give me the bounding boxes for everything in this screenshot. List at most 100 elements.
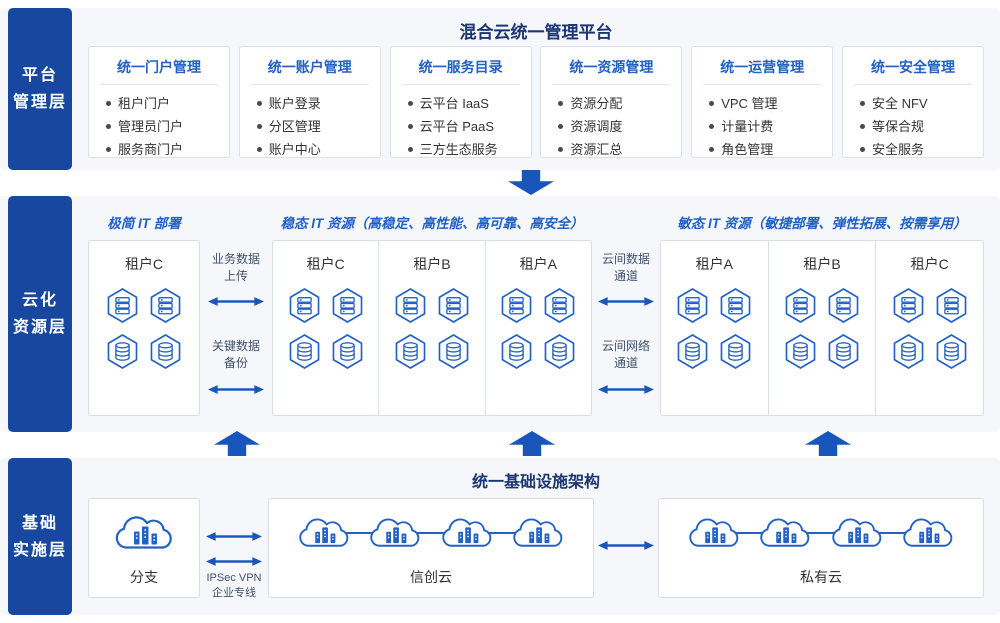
vpn-link-label-line: 企业专线: [212, 587, 256, 599]
module-item-list: 安全 NFV 等保合规 安全服务: [843, 85, 983, 161]
module-card-service-catalog: 统一服务目录 云平台 IaaS 云平台 PaaS 三方生态服务: [389, 46, 532, 161]
module-title: 统一资源管理: [552, 47, 671, 85]
module-item: 租户门户: [106, 92, 229, 115]
server-hexagon-icon: [543, 287, 576, 324]
resource-layer-label-line: 云化: [21, 292, 58, 309]
infra-title: 统一基础设施架构: [471, 474, 600, 491]
module-item-label: 等保合规: [871, 119, 924, 134]
database-hexagon-icon: [719, 333, 752, 370]
branch-box: 分支: [88, 498, 200, 598]
tenant-name: 租户C: [306, 256, 345, 272]
tenant-group-steady: 租户C 租户B 租户A: [272, 240, 592, 416]
module-item-label: 安全 NFV: [871, 96, 928, 111]
database-hexagon-icon: [784, 333, 817, 370]
server-hexagon-icon: [827, 287, 860, 324]
module-item-list: 账户登录 分区管理 账户中心: [240, 85, 380, 161]
link-label-key-backup: 关键数据 备份: [202, 338, 270, 372]
tenant-resources: [288, 287, 364, 370]
link-label-line: 备份: [223, 356, 248, 370]
cloud-connector-line: [303, 532, 559, 534]
private-cloud-box: 私有云: [658, 498, 984, 598]
platform-layer-label: 平台 管理层: [8, 8, 72, 170]
module-title: 统一运营管理: [703, 47, 822, 85]
tenant-name: 租户B: [803, 256, 841, 272]
vpn-link-label: IPSec VPN 企业专线: [196, 571, 272, 601]
bullet-icon: [859, 147, 865, 152]
module-card-portal: 统一门户管理 租户门户 管理员门户 服务商门户: [88, 46, 230, 158]
database-hexagon-icon: [394, 333, 427, 370]
up-arrow-icon: [509, 431, 555, 456]
link-label-line: 通道: [613, 356, 638, 370]
double-arrow-icon: [206, 556, 262, 567]
tenant-cell: 租户A: [486, 241, 591, 415]
link-label-line: 上传: [223, 269, 248, 283]
module-title: 统一安全管理: [853, 47, 972, 85]
cloud-datacenter-icon: [900, 513, 956, 554]
tenant-resources: [676, 287, 752, 370]
module-card-resource: 统一资源管理 资源分配 资源调度 资源汇总: [540, 46, 683, 161]
middle-group-title: 稳态 IT 资源（高稳定、高性能、高可靠、高安全）: [280, 216, 584, 231]
link-label-line: 通道: [613, 269, 638, 283]
module-item-label: 三方生态服务: [419, 142, 498, 157]
module-item-label: 角色管理: [721, 142, 774, 157]
cloud-cluster-row: [269, 499, 593, 567]
module-item-list: 云平台 IaaS 云平台 PaaS 三方生态服务: [391, 85, 531, 161]
module-item: 账户登录: [256, 92, 380, 115]
server-hexagon-icon: [935, 287, 968, 324]
bullet-icon: [407, 124, 413, 129]
double-arrow-icon: [208, 384, 264, 395]
module-title: 统一门户管理: [100, 47, 218, 85]
server-hexagon-icon: [676, 287, 709, 324]
tenant-cell: 租户A: [661, 241, 769, 415]
module-item: 资源调度: [558, 115, 681, 138]
double-arrow-icon: [208, 296, 264, 307]
module-card-security: 统一安全管理 安全 NFV 等保合规 安全服务: [841, 46, 984, 161]
bullet-icon: [256, 147, 262, 152]
module-item: 角色管理: [709, 138, 832, 161]
platform-title: 混合云统一管理平台: [459, 23, 613, 42]
tenant-resources: [892, 287, 968, 370]
module-item: 服务商门户: [106, 138, 229, 161]
tenant-resources: [500, 287, 576, 370]
xinchuang-cloud-label: 信创云: [410, 569, 452, 585]
bullet-icon: [558, 101, 564, 106]
module-item-label: 分区管理: [268, 119, 321, 134]
bullet-icon: [558, 124, 564, 129]
bullet-icon: [558, 147, 564, 152]
up-arrow-icon: [805, 431, 851, 456]
xinchuang-cloud-box: 信创云: [268, 498, 594, 598]
module-item: 安全服务: [859, 138, 983, 161]
branch-cloud-row: [89, 499, 199, 567]
cloud-cluster-row: [659, 499, 983, 567]
branch-label: 分支: [130, 569, 158, 585]
link-label-line: 业务数据: [211, 252, 260, 266]
bullet-icon: [709, 124, 715, 129]
platform-modules-row: 统一门户管理 租户门户 管理员门户 服务商门户 统一账户管理 账户登录 分区管理…: [88, 46, 984, 158]
module-item-label: 资源分配: [570, 96, 623, 111]
resource-layer-label: 云化 资源层: [8, 196, 72, 432]
module-item: 计量计费: [709, 115, 832, 138]
module-item-label: 账户中心: [268, 142, 321, 157]
bullet-icon: [709, 101, 715, 106]
module-item: 资源汇总: [558, 138, 681, 161]
platform-layer-label-line: 平台: [21, 67, 58, 84]
tenant-name: 租户A: [519, 256, 557, 272]
tenant-cell: 租户B: [769, 241, 877, 415]
module-item-label: 账户登录: [268, 96, 321, 111]
bullet-icon: [407, 147, 413, 152]
module-title: 统一账户管理: [250, 47, 369, 85]
module-item-label: 资源调度: [570, 119, 623, 134]
cloud-datacenter-icon: [439, 513, 495, 554]
module-item: 等保合规: [859, 115, 983, 138]
double-arrow-icon: [598, 540, 654, 551]
database-hexagon-icon: [827, 333, 860, 370]
database-hexagon-icon: [106, 333, 139, 370]
left-group-title: 极简 IT 部署: [107, 216, 181, 231]
database-hexagon-icon: [676, 333, 709, 370]
tenant-group-agile: 租户A 租户B 租户C: [660, 240, 984, 416]
module-item-label: 云平台 IaaS: [419, 96, 489, 111]
tenant-cell: 租户C: [876, 241, 983, 415]
server-hexagon-icon: [719, 287, 752, 324]
tenant-name: 租户B: [413, 256, 451, 272]
